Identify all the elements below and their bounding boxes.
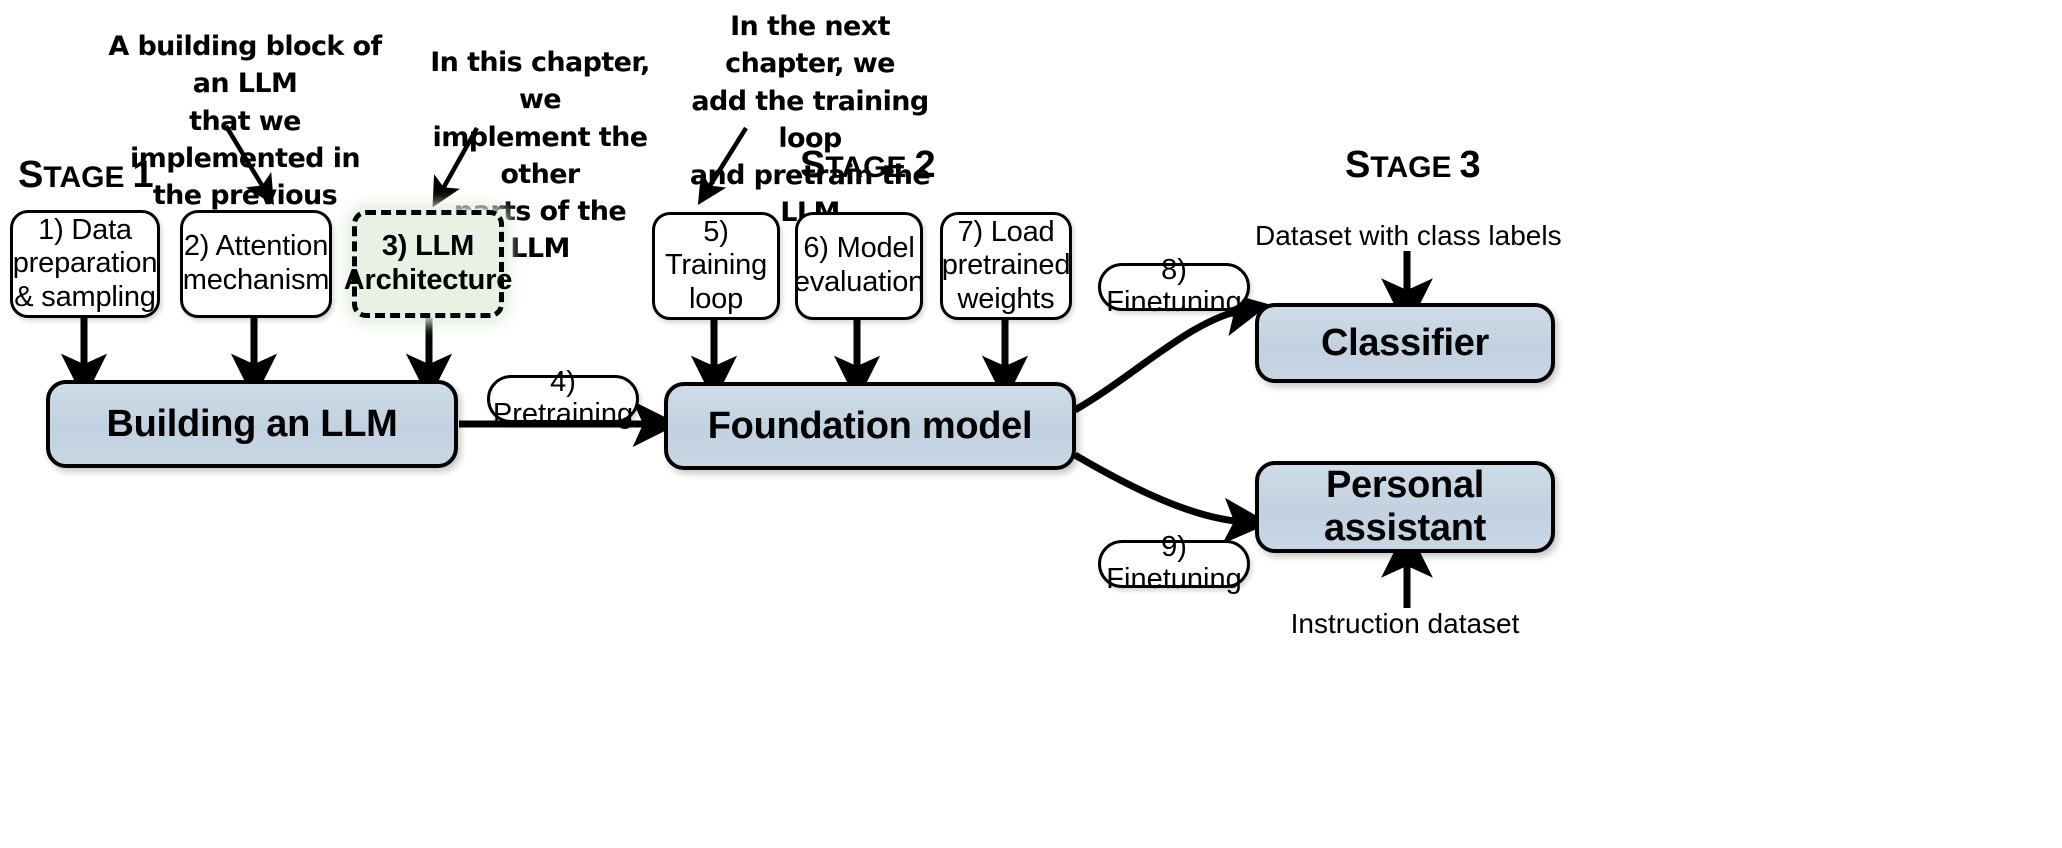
stage-1-number: 1 (132, 154, 154, 196)
stage-3-rest: TAGE (1370, 151, 1452, 184)
stage-3-number: 3 (1459, 144, 1481, 186)
bigbox-building-an-llm[interactable]: Building an LLM (46, 380, 458, 468)
stage-2-number: 2 (914, 144, 936, 186)
stage-2-prefix: S (800, 144, 826, 186)
caption-next-chapter: In the next chapter, we add the training… (689, 11, 931, 228)
label-dataset-with-class-labels: Dataset with class labels (1255, 220, 1562, 251)
stage-1-rest: TAGE (43, 161, 125, 194)
step-box-training-loop[interactable]: 5) Training loop (652, 212, 780, 320)
step-box-attention-mechanism[interactable]: 2) Attention mechanism (180, 210, 332, 318)
step-box-model-evaluation[interactable]: 6) Model evaluation (794, 212, 924, 320)
bigbox-foundation-model[interactable]: Foundation model (664, 382, 1076, 470)
stage-3-prefix: S (1345, 144, 1371, 186)
bigbox-classifier[interactable]: Classifier (1255, 303, 1555, 383)
stage-1-prefix: S (18, 154, 44, 196)
step-box-load-pretrained-weights[interactable]: 7) Load pretrained weights (940, 212, 1072, 320)
arrow-foundation-to-assistant (1073, 451, 1270, 544)
label-instruction-dataset: Instruction dataset (1290, 608, 1520, 639)
step-box-llm-architecture[interactable]: 3) LLM Architecture (344, 210, 512, 318)
pill-pretraining[interactable]: 4) Pretraining (487, 366, 639, 430)
step-box-data-preparation[interactable]: 1) Data preparation & sampling (10, 210, 160, 318)
bigbox-personal-assistant[interactable]: Personal assistant (1255, 461, 1555, 553)
pill-finetuning-classifier[interactable]: 8) Finetuning (1098, 254, 1250, 318)
stage-2-rest: TAGE (825, 151, 907, 184)
arrow-foundation-to-classifier (1073, 290, 1270, 414)
pill-finetuning-assistant[interactable]: 9) Finetuning (1098, 531, 1250, 595)
